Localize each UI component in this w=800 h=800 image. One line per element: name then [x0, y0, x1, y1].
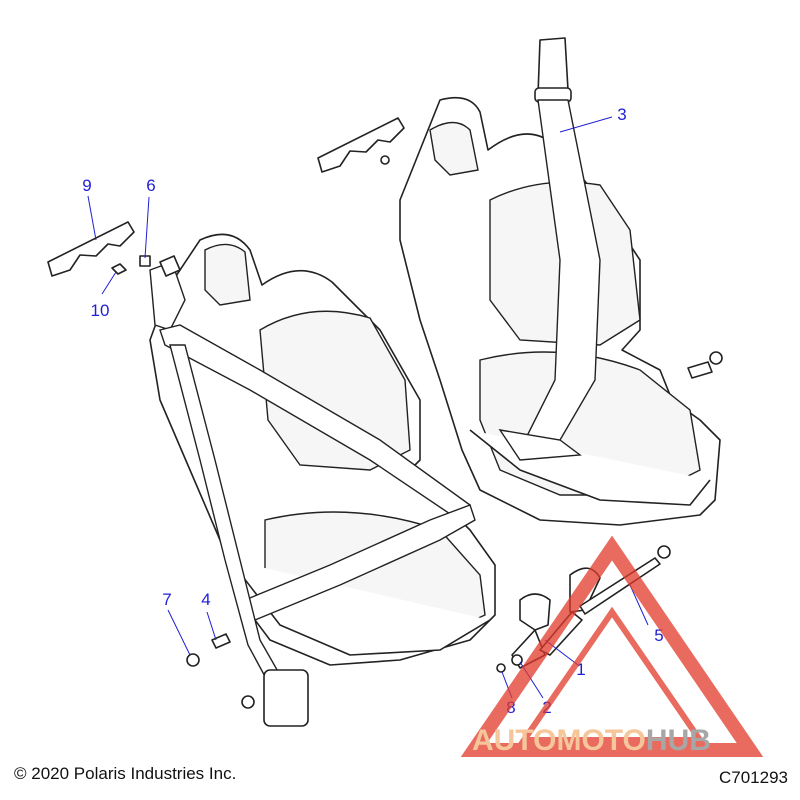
figure-code: C701293	[719, 768, 788, 787]
watermark: AUTOMOTOHUB	[460, 535, 764, 757]
belt-guide	[159, 255, 181, 277]
screw-upper	[380, 155, 390, 165]
callout-1: 1	[576, 660, 585, 679]
callout-3: 3	[617, 105, 626, 124]
copyright-text: © 2020 Polaris Industries Inc.	[14, 764, 236, 783]
trim-bracket-right	[317, 117, 405, 173]
right-seat-belt	[498, 37, 601, 461]
watermark-auto: AUTOMOTO	[472, 724, 646, 757]
trim-bracket-left	[47, 221, 135, 277]
callout-7: 7	[162, 590, 171, 609]
nut-lower	[241, 695, 255, 709]
callout-5: 5	[654, 626, 663, 645]
watermark-hub: HUB	[646, 724, 711, 757]
callout-4: 4	[201, 590, 210, 609]
bolt-4	[211, 633, 231, 649]
washer-8	[496, 663, 506, 673]
left-seat-belt	[149, 261, 476, 727]
hardware	[111, 155, 723, 709]
leader-lines	[87, 116, 649, 699]
bolt-right-a	[687, 361, 713, 379]
nut-7	[186, 653, 200, 667]
callout-10: 10	[91, 301, 110, 320]
nut-right-b	[657, 545, 671, 559]
callout-6: 6	[146, 176, 155, 195]
callout-9: 9	[82, 176, 91, 195]
nut-right-a	[709, 351, 723, 365]
screw-10	[111, 263, 127, 275]
watermark-text: AUTOMOTOHUB	[472, 724, 711, 757]
